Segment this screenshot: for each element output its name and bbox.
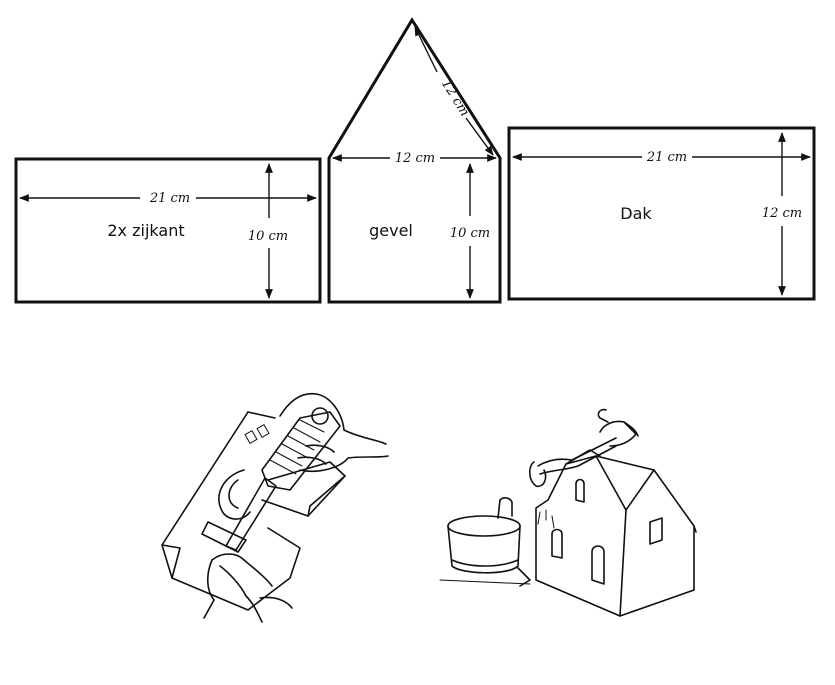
gable-panel: 12 cm 12 cm 10 cm gevel bbox=[327, 17, 502, 304]
roof-panel: 21 cm 12 cm Dak bbox=[507, 126, 816, 301]
gable-height-label: 10 cm bbox=[450, 226, 490, 241]
side-panel: 21 cm 10 cm 2x zijkant bbox=[14, 157, 322, 304]
gable-slope-label: 12 cm bbox=[438, 77, 472, 119]
roof-panel-label: Dak bbox=[620, 204, 652, 223]
cutting-dough-illustration bbox=[161, 392, 389, 623]
roof-width-label: 21 cm bbox=[646, 150, 687, 165]
assembling-house-illustration bbox=[439, 408, 697, 617]
gable-width-label: 12 cm bbox=[395, 151, 435, 166]
roof-height-label: 12 cm bbox=[762, 206, 802, 221]
side-panel-label: 2x zijkant bbox=[107, 221, 184, 240]
side-width-label: 21 cm bbox=[149, 191, 190, 206]
gable-panel-label: gevel bbox=[369, 221, 413, 240]
side-height-label: 10 cm bbox=[248, 229, 288, 244]
